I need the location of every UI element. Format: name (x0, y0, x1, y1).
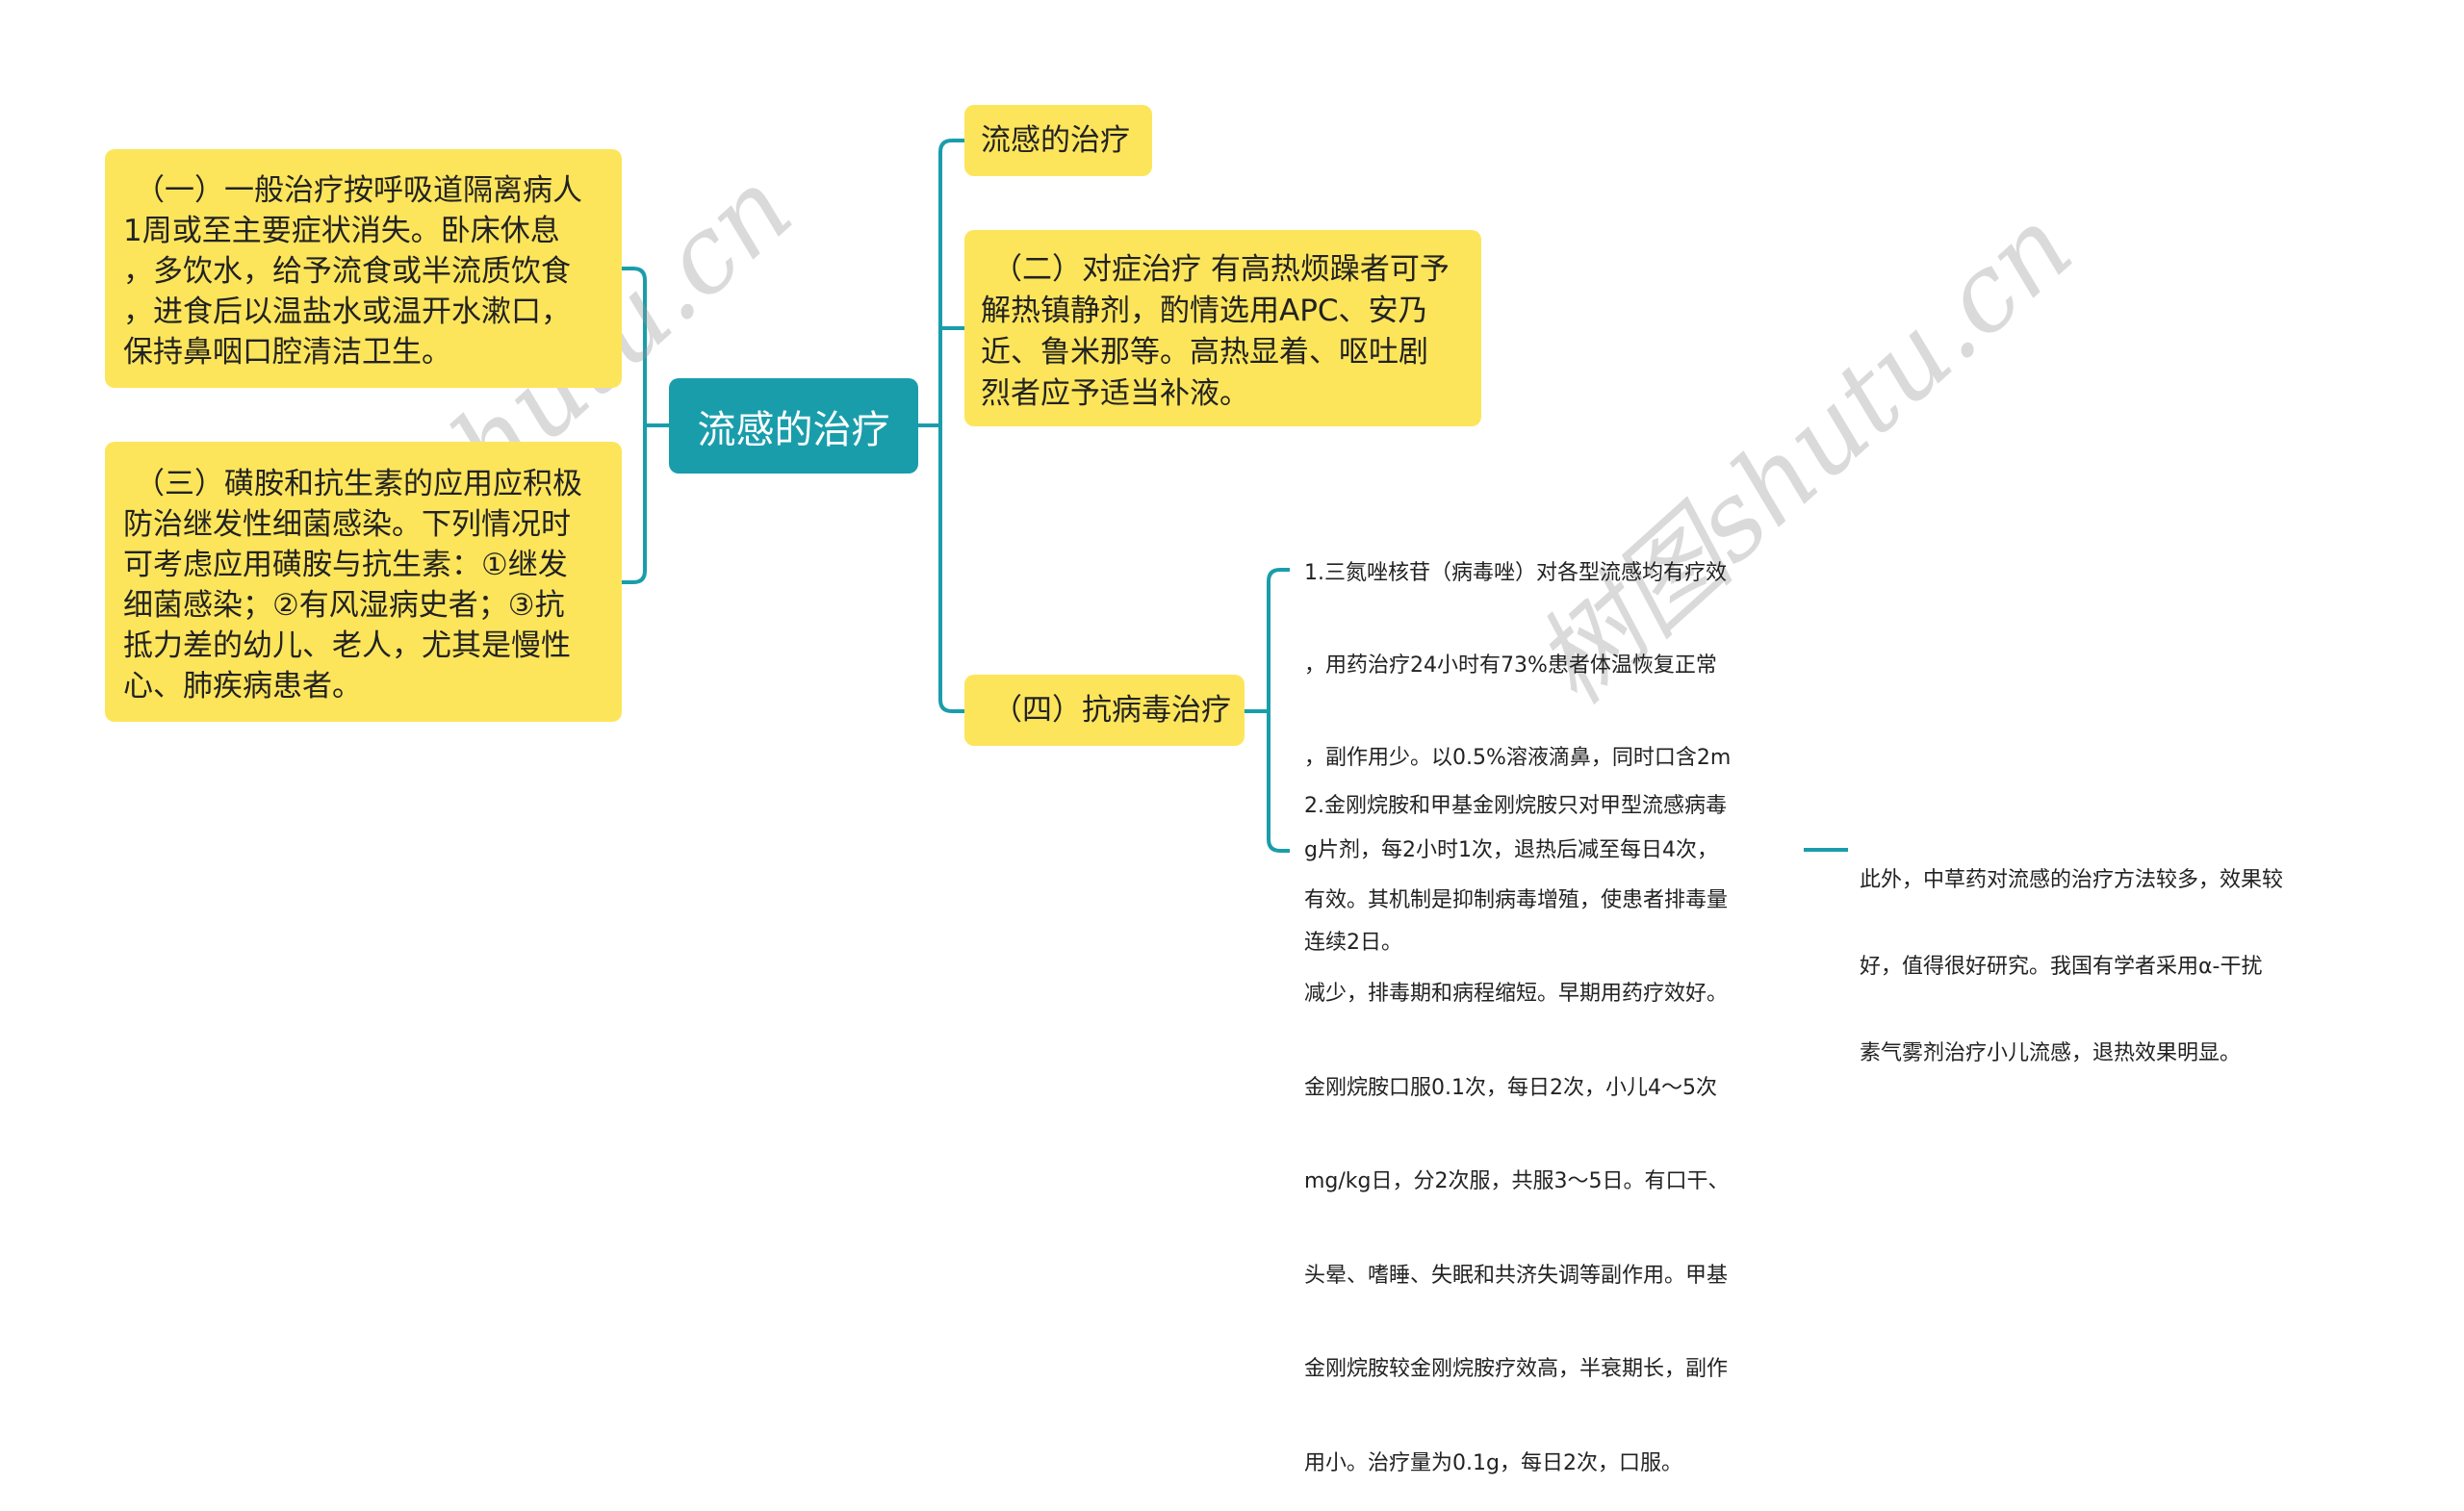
node-antiviral-treatment[interactable]: （四）抗病毒治疗 (964, 675, 1245, 746)
node-text: 细菌感染；②有风湿病史者；③抗 (123, 588, 565, 623)
node-text: g片剂，每2小时1次，退热后减至每日4次， (1304, 838, 1718, 862)
node-text: ，副作用少。以0.5%溶液滴鼻，同时口含2m (1304, 746, 1732, 770)
node-symptomatic-treatment[interactable]: （二）对症治疗 有高热烦躁者可予 解热镇静剂，酌情选用APC、安乃 近、鲁米那等… (964, 230, 1481, 426)
node-text: 好，值得很好研究。我国有学者采用α-干扰 (1860, 955, 2263, 979)
node-text: 1周或至主要症状消失。卧床休息 (123, 214, 560, 248)
node-text: 此外，中草药对流感的治疗方法较多，效果较 (1860, 868, 2284, 892)
node-text: 近、鲁米那等。高热显着、呕吐剧 (981, 335, 1428, 370)
node-ribavirin[interactable]: 1.三氮唑核苷（病毒唑）对各型流感均有疗效 ，用药治疗24小时有73%患者体温恢… (1304, 497, 1805, 989)
node-text: （三）磺胺和抗生素的应用应积极 (135, 467, 582, 501)
node-text: 连续2日。 (1304, 931, 1402, 955)
node-text: 素气雾剂治疗小儿流感，退热效果明显。 (1860, 1041, 2242, 1065)
central-topic[interactable]: 流感的治疗 (669, 378, 918, 474)
node-text: （四）抗病毒治疗 (992, 693, 1231, 728)
node-text: 可考虑应用磺胺与抗生素：①继发 (123, 548, 568, 582)
node-text: 抵力差的幼儿、老人，尤其是慢性 (123, 628, 571, 663)
node-text: 解热镇静剂，酌情选用APC、安乃 (981, 294, 1428, 328)
node-text: 金刚烷胺口服0.1次，每日2次，小儿4～5次 (1304, 1075, 1717, 1100)
node-text: 流感的治疗 (981, 123, 1130, 158)
node-text: （二）对症治疗 有高热烦躁者可予 (992, 252, 1450, 287)
node-amantadine[interactable]: 2.金刚烷胺和甲基金刚烷胺只对甲型流感病毒 有效。其机制是抑制病毒增殖，使患者排… (1304, 729, 1805, 1511)
node-text: 有效。其机制是抑制病毒增殖，使患者排毒量 (1304, 887, 1729, 912)
node-herbal-interferon[interactable]: 此外，中草药对流感的治疗方法较多，效果较 好，值得很好研究。我国有学者采用α-干… (1860, 808, 2399, 1097)
node-text: 1.三氮唑核苷（病毒唑）对各型流感均有疗效 (1304, 561, 1727, 585)
node-title[interactable]: 流感的治疗 (964, 105, 1152, 176)
node-text: 头晕、嗜睡、失眠和共济失调等副作用。甲基 (1304, 1263, 1729, 1288)
node-text: ，进食后以温盐水或温开水漱口， (123, 295, 571, 329)
node-text: 减少，排毒期和病程缩短。早期用药疗效好。 (1304, 982, 1729, 1006)
node-text: mg/kg日，分2次服，共服3～5日。有口干、 (1304, 1169, 1730, 1193)
node-text: 心、肺疾病患者。 (123, 669, 362, 704)
node-text: 防治继发性细菌感染。下列情况时 (123, 507, 571, 542)
node-text: 用小。治疗量为0.1g，每日2次，口服。 (1304, 1450, 1682, 1475)
node-general-treatment[interactable]: （一）一般治疗按呼吸道隔离病人 1周或至主要症状消失。卧床休息 ，多饮水，给予流… (105, 149, 622, 388)
connector-lines (622, 139, 1848, 853)
node-text: ，用药治疗24小时有73%患者体温恢复正常 (1304, 653, 1717, 678)
central-topic-label: 流感的治疗 (697, 407, 890, 452)
node-sulfa-antibiotics[interactable]: （三）磺胺和抗生素的应用应积极 防治继发性细菌感染。下列情况时 可考虑应用磺胺与… (105, 442, 622, 722)
node-text: 金刚烷胺较金刚烷胺疗效高，半衰期长，副作 (1304, 1357, 1729, 1381)
node-text: 保持鼻咽口腔清洁卫生。 (123, 335, 451, 370)
node-text: 2.金刚烷胺和甲基金刚烷胺只对甲型流感病毒 (1304, 794, 1727, 818)
node-text: ，多饮水，给予流食或半流质饮食 (123, 254, 571, 289)
node-text: 烈者应予适当补液。 (981, 376, 1249, 411)
node-text: （一）一般治疗按呼吸道隔离病人 (135, 173, 582, 208)
